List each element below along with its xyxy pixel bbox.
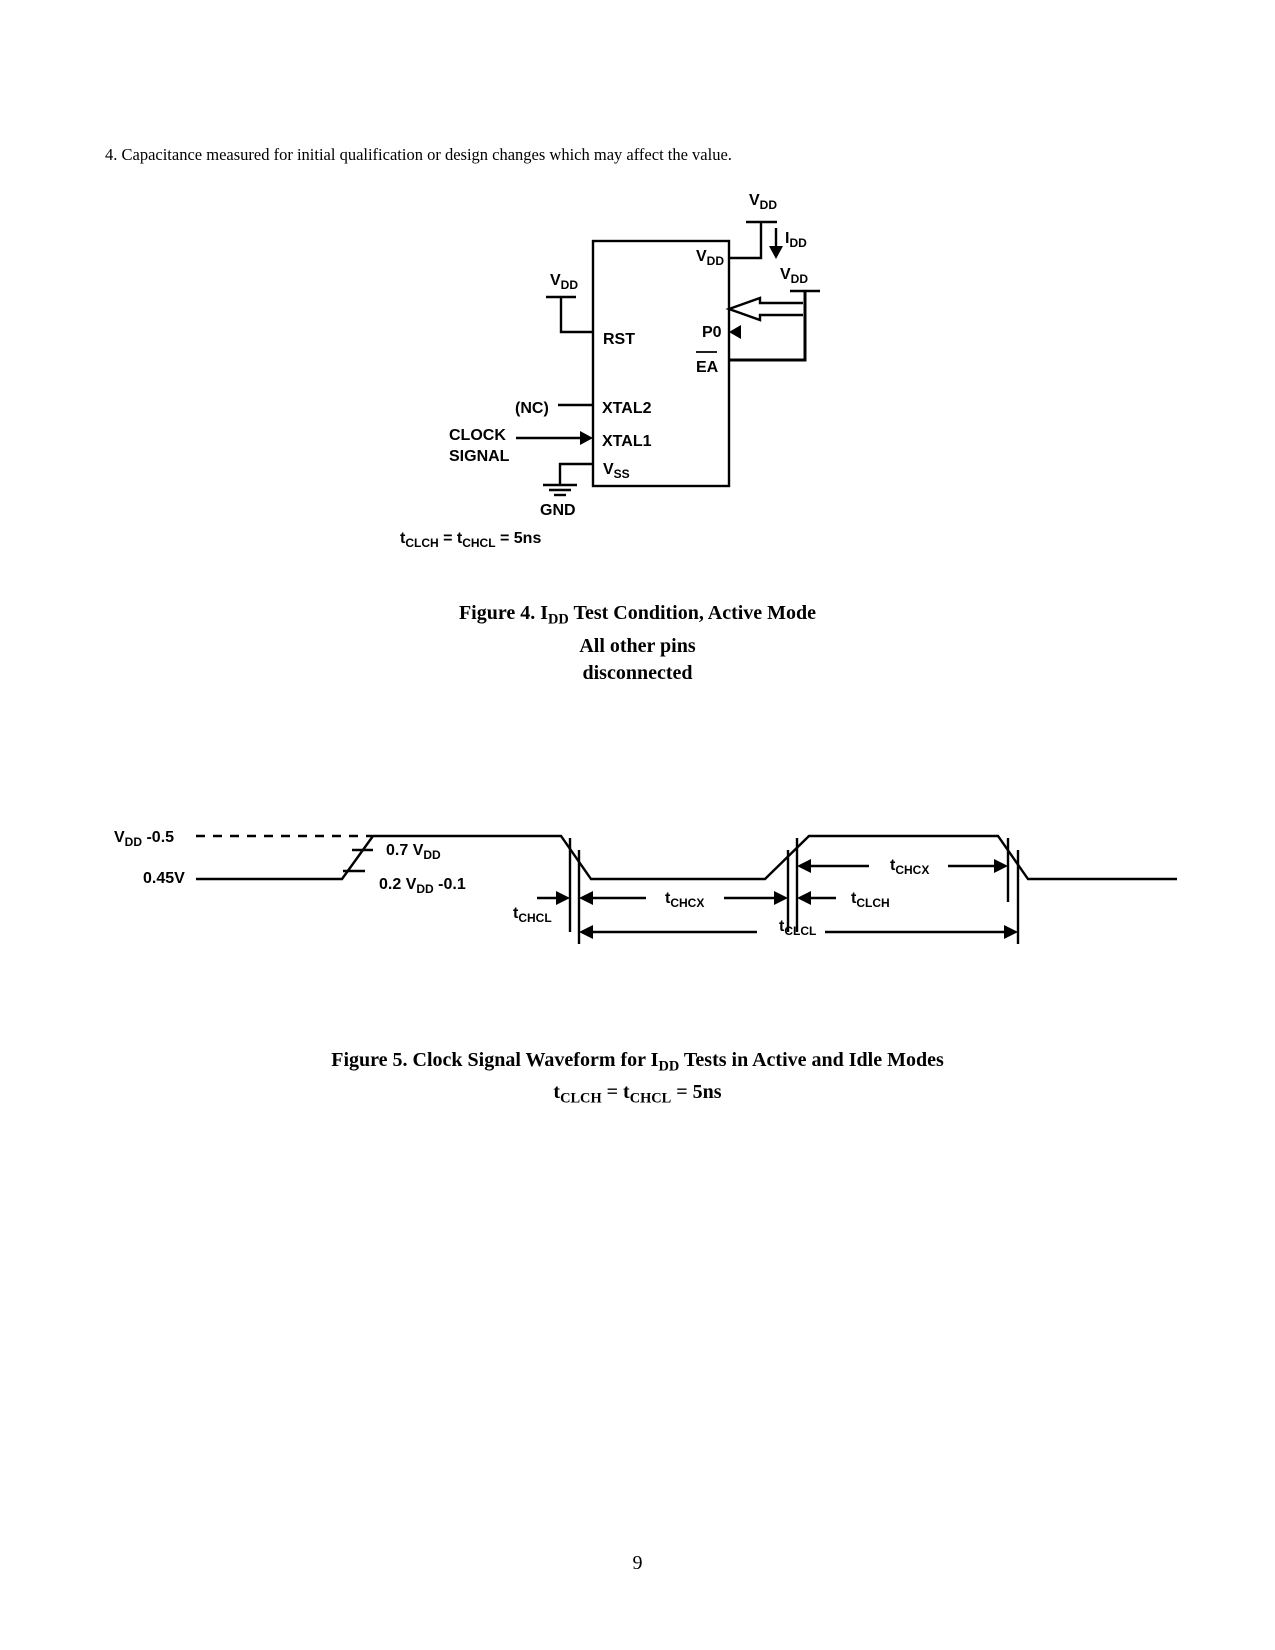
xtal1-arrowhead <box>580 431 593 445</box>
tchcx-high-left-arrowhead <box>797 859 811 873</box>
waveform-trace <box>196 834 1177 881</box>
clock-label: CLOCK <box>449 427 506 444</box>
idd-arrowhead <box>769 246 783 259</box>
p0-arrowhead <box>729 325 741 339</box>
vss-pin-label: VSS <box>603 461 630 481</box>
tclcl-right-arrowhead <box>1004 925 1018 939</box>
nc-label: (NC) <box>515 400 549 417</box>
vdd-pin-label: VDD <box>696 248 724 268</box>
vdd-pin-wire <box>729 222 763 260</box>
ea-wire <box>729 291 807 362</box>
xtal1-pin-label: XTAL1 <box>602 433 652 450</box>
tchcl-arrowhead <box>556 891 570 905</box>
rst-pin-label: RST <box>603 331 635 348</box>
tchcx-high-right-arrowhead <box>994 859 1008 873</box>
clock-waveform <box>196 834 1177 944</box>
tchcx-low-right-arrowhead <box>774 891 788 905</box>
timing-equation-fig4: tCLCH = tCHCL = 5ns <box>400 530 541 550</box>
figure-4-caption-line2: All other pins <box>579 635 696 657</box>
idd-label: IDD <box>785 230 807 250</box>
ea-pin-label: EA <box>696 359 719 376</box>
signal-label: SIGNAL <box>449 448 510 465</box>
vss-wire <box>558 462 593 485</box>
tclch-arrowhead <box>797 891 811 905</box>
tclch-label: tCLCH <box>851 890 890 910</box>
tclcl-left-arrowhead <box>579 925 593 939</box>
vdd-level-label: VDD -0.5 <box>114 829 174 849</box>
footnote: 4. Capacitance measured for initial qual… <box>105 145 732 164</box>
tchcx-low-label: tCHCX <box>665 890 704 910</box>
p0-pin-label: P0 <box>702 324 722 341</box>
figure-4-caption: Figure 4. IDD Test Condition, Active Mod… <box>458 602 817 628</box>
vdd-rst-label: VDD <box>550 272 578 292</box>
p0-bus-arrow <box>725 296 803 322</box>
low-level-label: 0.45V <box>143 870 185 887</box>
vdd-top-label: VDD <box>749 192 777 212</box>
xtal2-pin-label: XTAL2 <box>602 400 652 417</box>
vdd-right-label: VDD <box>780 266 808 286</box>
gnd-label: GND <box>540 502 576 519</box>
figure-4-caption-line3: disconnected <box>582 662 693 684</box>
tclcl-label: tCLCL <box>779 918 816 938</box>
chip-outline <box>591 239 731 488</box>
tchcx-low-left-arrowhead <box>579 891 593 905</box>
tchcx-high-label: tCHCX <box>890 857 929 877</box>
tchcl-label: tCHCL <box>513 905 552 925</box>
figure-5-timing-equation: tCLCH = tCHCL = 5ns <box>553 1081 722 1107</box>
threshold-low-label: 0.2 VDD -0.1 <box>379 876 466 896</box>
page-number: 9 <box>632 1552 643 1574</box>
threshold-high-label: 0.7 VDD <box>386 842 441 862</box>
rst-wire <box>559 297 593 334</box>
figure-5-caption: Figure 5. Clock Signal Waveform for IDD … <box>331 1049 944 1075</box>
